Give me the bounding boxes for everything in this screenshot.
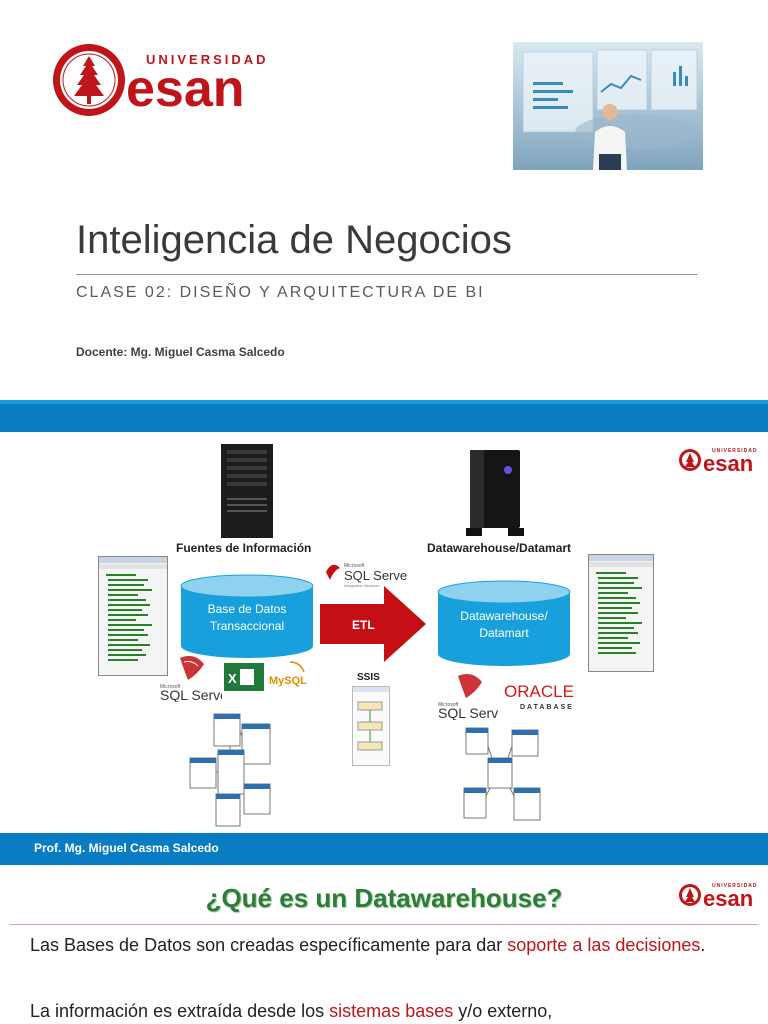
server-box-icon: [464, 446, 526, 538]
svg-text:MySQL: MySQL: [269, 675, 307, 687]
title-divider: [76, 274, 698, 275]
ssis-label: SSIS: [357, 672, 380, 683]
source-database-cylinder: [180, 574, 314, 660]
source-er-diagram: [188, 712, 274, 828]
target-database-cylinder: [437, 580, 571, 668]
hero-dashboard-image: [513, 42, 703, 170]
highlight-text: soporte a las decisiones: [507, 935, 701, 955]
mysql-logo: MySQL: [268, 660, 308, 690]
svg-text:Microsoft: Microsoft: [438, 702, 459, 708]
svg-text:UNIVERSIDAD: UNIVERSIDAD: [712, 883, 757, 889]
slide-title: UNIVERSIDAD esan: [0, 0, 768, 400]
svg-text:Microsoft: Microsoft: [160, 684, 181, 690]
etl-label: ETL: [352, 618, 375, 632]
slide-datawarehouse: UNIVERSIDAD esan ¿Qué es un Datawarehous…: [0, 865, 768, 1024]
svg-text:UNIVERSIDAD: UNIVERSIDAD: [146, 52, 267, 67]
svg-text:SQL Server: SQL Server: [344, 568, 408, 583]
footer-professor: Prof. Mg. Miguel Casma Salcedo: [34, 841, 219, 855]
sqlserver-target-logo: Microsoft SQL Server: [436, 672, 511, 721]
target-label: Datawarehouse/Datamart: [427, 541, 572, 555]
svg-text:esan: esan: [703, 886, 753, 909]
oracle-logo: ORACLE DATABASE: [504, 682, 594, 712]
paragraph-1: Las Bases de Datos son creadas específic…: [30, 935, 706, 955]
heading-divider: [10, 924, 758, 925]
footer-bar: Prof. Mg. Miguel Casma Salcedo: [0, 833, 768, 865]
excel-icon: X: [224, 663, 264, 691]
sqlserver-source-logo: Microsoft SQL Server: [158, 654, 233, 703]
highlight-text: sistemas bases: [329, 1001, 454, 1021]
target-database-label: Datawarehouse/Datamart: [460, 609, 548, 640]
svg-text:Microsoft: Microsoft: [344, 563, 365, 569]
server-tower-icon: [219, 442, 275, 540]
source-schema-screenshot: [98, 556, 168, 676]
slide-architecture: UNIVERSIDAD esan: [0, 400, 768, 865]
svg-text:SQL Server: SQL Server: [438, 705, 498, 720]
svg-text:SQL Server: SQL Server: [160, 687, 222, 702]
etl-arrow-icon: [320, 586, 426, 662]
esan-logo-small: UNIVERSIDAD esan: [678, 879, 762, 911]
header-bar: [0, 400, 768, 432]
esan-logo: UNIVERSIDAD esan: [52, 42, 267, 118]
svg-text:UNIVERSIDAD: UNIVERSIDAD: [712, 448, 757, 454]
svg-text:ORACLE: ORACLE: [504, 682, 574, 701]
paragraph-2: La información es extraída desde los sis…: [30, 1001, 553, 1021]
svg-text:esan: esan: [126, 60, 245, 118]
svg-text:DATABASE: DATABASE: [520, 704, 574, 711]
svg-text:esan: esan: [703, 451, 753, 474]
instructor-name: Docente: Mg. Miguel Casma Salcedo: [76, 345, 285, 359]
svg-text:X: X: [228, 671, 237, 686]
presentation-subtitle: CLASE 02: DISEÑO Y ARQUITECTURA DE BI: [76, 284, 485, 301]
target-schema-screenshot: [588, 554, 654, 672]
presentation-title: Inteligencia de Negocios: [76, 218, 512, 262]
ssis-flow-screenshot: [352, 686, 390, 766]
svg-text:Integration Services: Integration Services: [344, 583, 379, 588]
target-er-diagram: [462, 726, 544, 824]
sources-label: Fuentes de Información: [176, 541, 312, 555]
slide-heading: ¿Qué es un Datawarehouse?: [205, 883, 563, 913]
esan-logo-small: UNIVERSIDAD esan: [678, 444, 762, 476]
sqlserver-integration-logo: Microsoft SQL Server Integration Service…: [322, 560, 412, 590]
